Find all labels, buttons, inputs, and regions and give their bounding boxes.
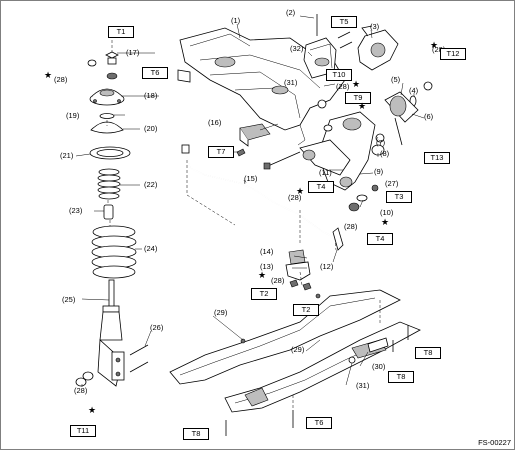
callout-28-strut-bottom: (28)	[74, 386, 88, 395]
torque-tag-t7: T7	[208, 146, 234, 158]
callout-7: (7)	[376, 138, 386, 147]
torque-tag-t12: T12	[440, 48, 466, 60]
bolt-icon	[236, 148, 246, 157]
callout-8: (8)	[380, 149, 390, 158]
callout-20: (20)	[144, 124, 158, 133]
callout-27: (27)	[385, 179, 399, 188]
spring-seat-20-icon	[90, 121, 124, 134]
bush-14-icon	[288, 249, 306, 265]
torque-tag-t5: T5	[331, 16, 357, 28]
star-icon: ★	[296, 186, 305, 196]
callout-28-strut-top: (28)	[54, 75, 68, 84]
star-icon: ★	[430, 40, 439, 50]
torque-tag-t11: T11	[70, 425, 96, 437]
clamp-13-icon	[285, 261, 311, 281]
figure-code: FS-00227	[478, 438, 511, 447]
strut-25-icon	[97, 279, 125, 387]
torque-tag-t2-left: T2	[251, 288, 277, 300]
stabilizer-bar-icon	[181, 144, 336, 239]
nut-28a-icon	[87, 59, 97, 67]
star-icon: ★	[258, 270, 267, 280]
star-icon: ★	[358, 101, 367, 111]
coil-spring-24-icon	[91, 225, 137, 279]
torque-tag-t9: T9	[345, 92, 371, 104]
callout-18: (18)	[144, 91, 158, 100]
callout-28-hub: (28)	[432, 45, 446, 54]
callout-17: (17)	[126, 48, 140, 57]
strut-assembly-icon	[75, 51, 149, 387]
callout-28-crossmember: (28)	[336, 82, 350, 91]
torque-tag-t10: T10	[326, 69, 352, 81]
callout-13: (13)	[260, 262, 274, 271]
callout-31-crossmember: (31)	[284, 78, 298, 87]
torque-tag-t8-right: T8	[415, 347, 441, 359]
callout-2: (2)	[286, 8, 296, 17]
callout-21: (21)	[60, 151, 74, 160]
callout-5: (5)	[391, 75, 401, 84]
callout-9: (9)	[374, 167, 384, 176]
torque-tag-t3: T3	[386, 191, 412, 203]
torque-tag-t6-frame: T6	[306, 417, 332, 429]
callout-19: (19)	[66, 111, 80, 120]
callout-31-frame: (31)	[356, 381, 370, 390]
callout-24: (24)	[144, 244, 158, 253]
callout-32: (32)	[290, 44, 304, 53]
torque-tag-t2-right: T2	[293, 304, 319, 316]
callout-1: (1)	[231, 16, 241, 25]
star-icon: ★	[381, 217, 390, 227]
helper-23-icon	[103, 204, 114, 220]
callout-16: (16)	[208, 118, 222, 127]
callout-28-arm: (28)	[344, 222, 358, 231]
callout-30: (30)	[372, 362, 386, 371]
stabilizer-link-12-icon	[332, 227, 344, 251]
housing-icon	[357, 25, 399, 71]
callout-14: (14)	[260, 247, 274, 256]
callout-12: (12)	[320, 262, 334, 271]
callout-28-clamp: (28)	[271, 276, 285, 285]
torque-tag-t4-lower: T4	[367, 233, 393, 245]
callout-3: (3)	[370, 22, 380, 31]
transverse-link-icon	[299, 111, 376, 191]
torque-tag-t4-upper: T4	[308, 181, 334, 193]
crossmember-icon	[177, 27, 346, 146]
callout-26: (26)	[150, 323, 164, 332]
torque-tag-t8-left: T8	[183, 428, 209, 440]
callout-6: (6)	[424, 112, 434, 121]
callout-28-stabilizer: (28)	[288, 193, 302, 202]
nut-17-icon	[105, 51, 119, 59]
washer-19-icon	[99, 113, 115, 119]
torque-tag-t8-middle: T8	[388, 371, 414, 383]
callout-23: (23)	[69, 206, 83, 215]
leader-lines	[75, 15, 425, 387]
callout-22: (22)	[144, 180, 158, 189]
callout-4: (4)	[409, 86, 419, 95]
star-icon: ★	[88, 405, 97, 415]
callout-25: (25)	[62, 295, 76, 304]
dust-boot-22-icon	[97, 168, 121, 200]
callout-29-lower: (29)	[291, 345, 305, 354]
callout-29-upper: (29)	[214, 308, 228, 317]
torque-tag-t1: T1	[108, 26, 134, 38]
hub-6-icon	[384, 91, 419, 146]
torque-tag-t13: T13	[424, 152, 450, 164]
torque-tag-t6-strut: T6	[142, 67, 168, 79]
callout-11: (11)	[319, 168, 332, 177]
callout-10: (10)	[380, 208, 394, 217]
star-icon: ★	[44, 70, 53, 80]
star-icon: ★	[352, 79, 361, 89]
callout-15: (15)	[244, 174, 258, 183]
